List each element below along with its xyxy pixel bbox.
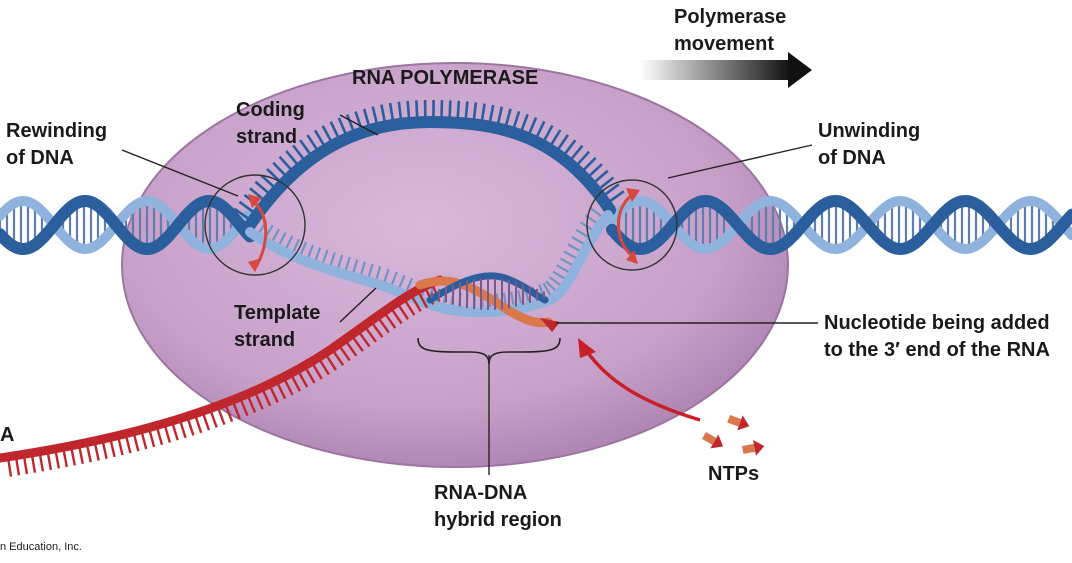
coding-strand-line-2: strand [236,126,298,148]
ntp-molecules [702,415,765,456]
hybrid-region-label: RNA-DNA hybrid region [434,480,562,534]
dna-helix-left [0,195,256,255]
credit-text: n Education, Inc. [0,541,82,553]
polymerase-movement-line-2: movement [674,33,775,55]
rewinding-label: Rewinding of DNA [6,118,107,172]
coding-strand-line-1: Coding [236,99,305,121]
rna-polymerase-label: RNA POLYMERASE [352,67,539,89]
unwinding-site [586,179,678,271]
polymerase-movement-line-1: Polymerase [674,6,787,28]
rna-strand [0,275,445,477]
dna-helix-right [606,194,1072,256]
ntps-label: NTPs [708,463,760,485]
rewinding-line-2: of DNA [6,147,74,169]
dna-strand-light [0,196,255,254]
template-strand-line-1: Template [234,302,321,324]
hybrid-region-bracket [417,337,561,365]
unwinding-line-2: of DNA [818,147,886,169]
rna-label: A [0,424,15,446]
dna-strand-dark [606,194,1072,256]
hybrid-region-line-1: RNA-DNA [434,482,528,504]
rewinding-line-1: Rewinding [6,120,108,142]
polymerase-movement-arrow [640,52,812,88]
leader-lines [121,114,818,475]
template-strand-line-2: strand [234,329,296,351]
coding-strand-label: Coding strand [236,97,305,151]
template-strand [245,207,613,318]
rna-dna-hybrid [415,272,560,332]
rna-polymerase-body [121,62,789,468]
hybrid-region-line-2: hybrid region [434,509,562,531]
dna-strand-dark [0,195,256,255]
ntp-arrow [578,338,701,422]
unwinding-label: Unwinding of DNA [818,118,920,172]
coding-strand [233,100,625,234]
rewinding-site [204,174,306,276]
nucleotide-added-label: Nucleotide being added to the 3′ end of … [824,310,1072,364]
nucleotide-added-line-1: Nucleotide being added [824,312,1050,334]
polymerase-movement-label: Polymerase movement [674,4,786,58]
unwinding-line-1: Unwinding [818,120,921,142]
nucleotide-added-line-2: to the 3′ end of the RNA [824,339,1050,361]
nucleotide-added [540,318,560,332]
template-strand-label: Template strand [234,300,320,354]
